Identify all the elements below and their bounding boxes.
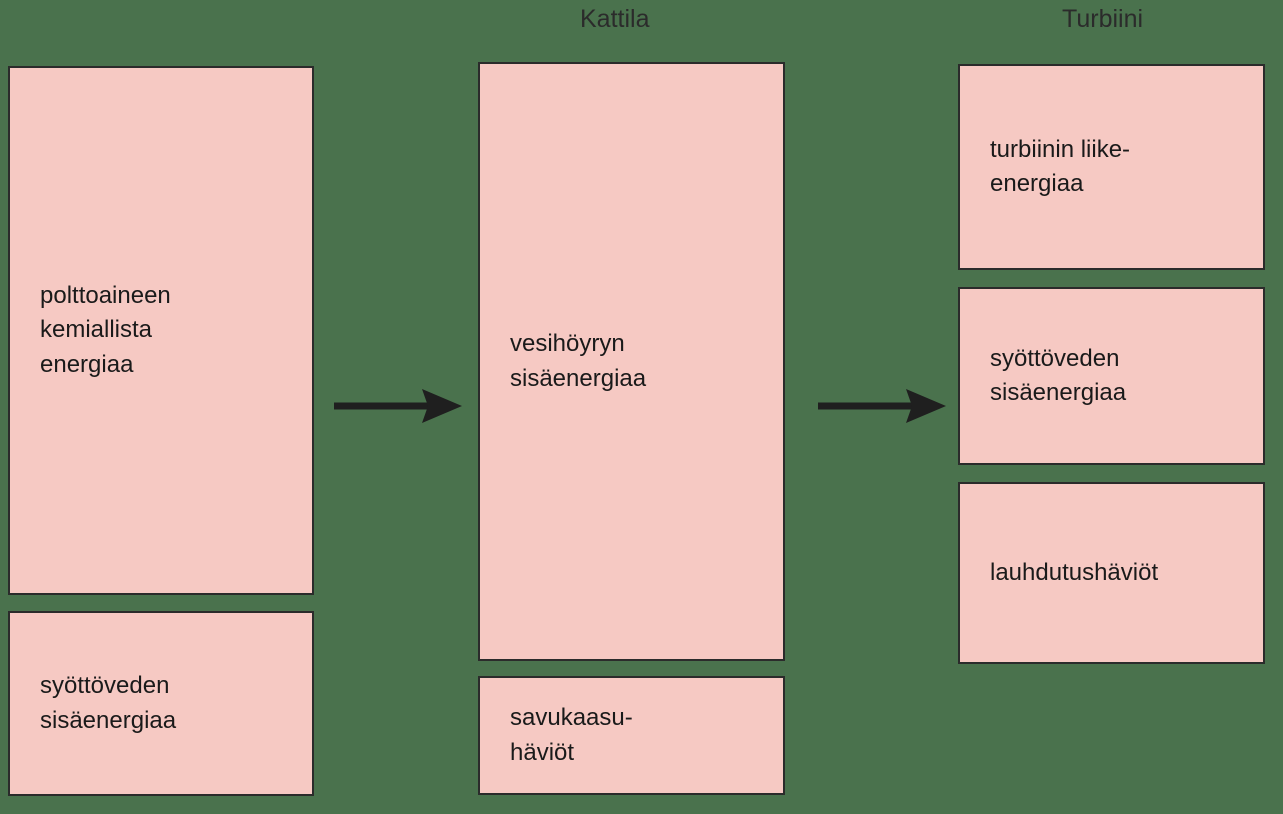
box-label-feedwater-internal-energy-input: syöttöveden sisäenergiaa [40,672,177,734]
box-label-fuel-chemical-energy: polttoaineen kemiallista energiaa [40,282,171,378]
box-steam-internal-energy[interactable]: vesihöyryn sisäenergiaa [478,62,785,661]
box-label-condensation-losses: lauhdutushäviöt [990,558,1159,586]
box-feedwater-internal-energy-input[interactable]: syöttöveden sisäenergiaa [8,611,314,796]
box-condensation-losses[interactable]: lauhdutushäviöt [958,482,1265,664]
box-turbine-kinetic-energy[interactable]: turbiinin liike- energiaa [958,64,1265,270]
box-feedwater-internal-energy-output[interactable]: syöttöveden sisäenergiaa [958,287,1265,465]
arrow-boiler-to-turbine [818,384,946,428]
column-title-turbiini: Turbiini [1062,5,1144,33]
box-label-flue-gas-losses: savukaasu- häviöt [510,704,633,766]
column-title-kattila: Kattila [580,5,650,33]
box-label-steam-internal-energy: vesihöyryn sisäenergiaa [510,330,647,392]
box-label-feedwater-internal-energy-output: syöttöveden sisäenergiaa [990,344,1127,406]
arrow-input-to-boiler [334,384,462,428]
box-label-turbine-kinetic-energy: turbiinin liike- energiaa [990,135,1131,197]
box-fuel-chemical-energy[interactable]: polttoaineen kemiallista energiaa [8,66,314,595]
box-flue-gas-losses[interactable]: savukaasu- häviöt [478,676,785,795]
